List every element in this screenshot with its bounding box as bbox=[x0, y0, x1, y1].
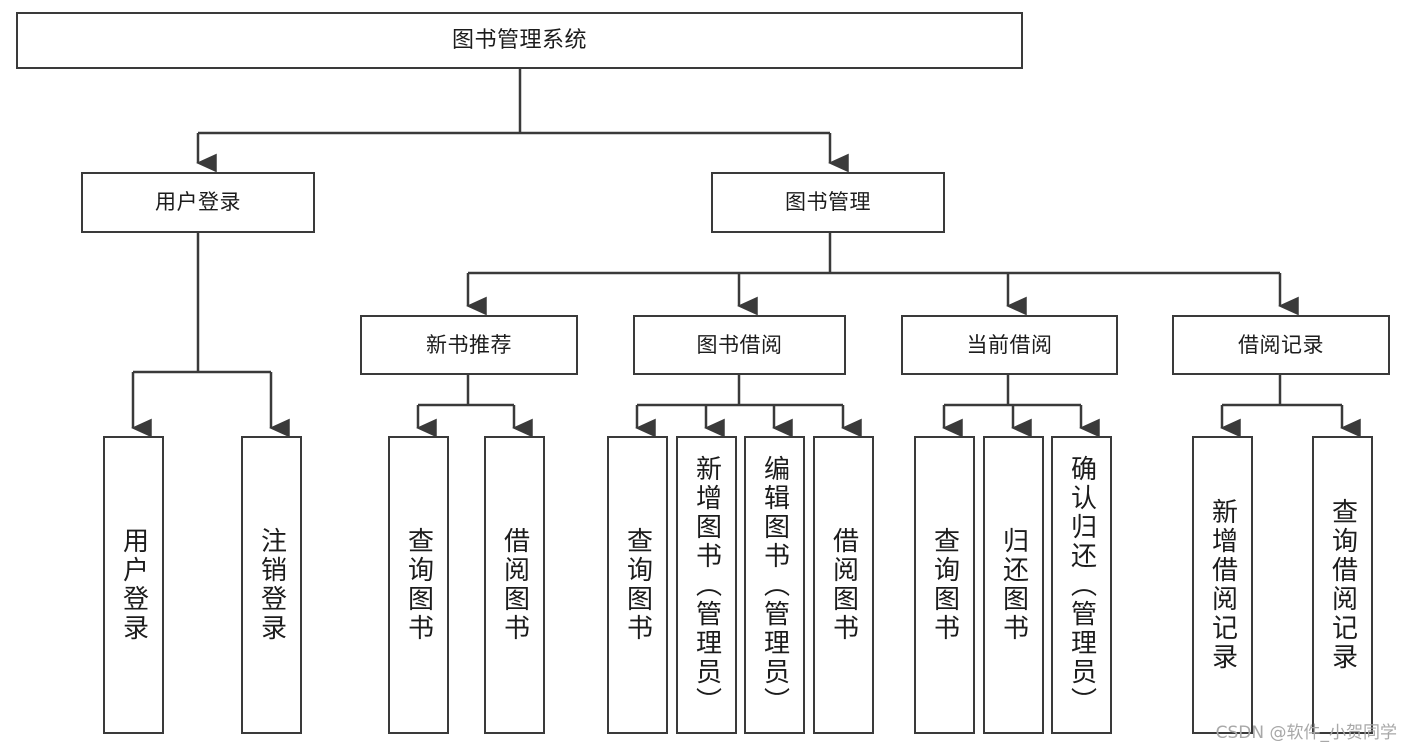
node-leaf-return-book[interactable]: 归还图书 bbox=[983, 436, 1044, 734]
node-leaf-borrow-book-1-label: 借阅图书 bbox=[499, 527, 530, 643]
node-leaf-query-record[interactable]: 查询借阅记录 bbox=[1312, 436, 1373, 734]
node-leaf-confirm-return-label: 确认归还（管理员） bbox=[1066, 454, 1097, 716]
node-leaf-borrow-book-1[interactable]: 借阅图书 bbox=[484, 436, 545, 734]
node-leaf-query-book-3[interactable]: 查询图书 bbox=[914, 436, 975, 734]
node-leaf-confirm-return[interactable]: 确认归还（管理员） bbox=[1051, 436, 1112, 734]
node-user-login-label: 用户登录 bbox=[155, 190, 241, 215]
node-leaf-user-login-label: 用户登录 bbox=[118, 527, 149, 643]
node-leaf-query-book-2[interactable]: 查询图书 bbox=[607, 436, 668, 734]
node-leaf-add-book-label: 新增图书（管理员） bbox=[691, 454, 722, 716]
node-leaf-borrow-book-2-label: 借阅图书 bbox=[828, 527, 859, 643]
node-new-book-recommend[interactable]: 新书推荐 bbox=[360, 315, 578, 375]
node-new-book-recommend-label: 新书推荐 bbox=[426, 332, 512, 357]
node-book-borrow[interactable]: 图书借阅 bbox=[633, 315, 846, 375]
node-leaf-query-book-1[interactable]: 查询图书 bbox=[388, 436, 449, 734]
node-leaf-add-book[interactable]: 新增图书（管理员） bbox=[676, 436, 737, 734]
node-leaf-return-book-label: 归还图书 bbox=[998, 527, 1029, 643]
node-book-management[interactable]: 图书管理 bbox=[711, 172, 945, 233]
node-leaf-logout-label: 注销登录 bbox=[256, 527, 287, 643]
node-leaf-edit-book-label: 编辑图书（管理员） bbox=[759, 454, 790, 716]
node-leaf-add-record-label: 新增借阅记录 bbox=[1207, 498, 1238, 672]
node-leaf-user-login[interactable]: 用户登录 bbox=[103, 436, 164, 734]
node-book-management-label: 图书管理 bbox=[785, 190, 871, 215]
node-borrow-record-label: 借阅记录 bbox=[1238, 332, 1324, 357]
node-current-borrow-label: 当前借阅 bbox=[966, 332, 1053, 357]
node-leaf-logout[interactable]: 注销登录 bbox=[241, 436, 302, 734]
node-root-label: 图书管理系统 bbox=[451, 27, 587, 53]
node-user-login[interactable]: 用户登录 bbox=[81, 172, 315, 233]
node-book-borrow-label: 图书借阅 bbox=[696, 332, 783, 357]
node-leaf-query-record-label: 查询借阅记录 bbox=[1327, 498, 1358, 672]
csdn-watermark: CSDN @软件_小贺同学 bbox=[1215, 723, 1397, 743]
node-leaf-query-book-3-label: 查询图书 bbox=[929, 527, 960, 643]
node-leaf-query-book-2-label: 查询图书 bbox=[622, 527, 653, 643]
node-leaf-edit-book[interactable]: 编辑图书（管理员） bbox=[744, 436, 805, 734]
node-root-book-management-system[interactable]: 图书管理系统 bbox=[16, 12, 1023, 69]
node-leaf-query-book-1-label: 查询图书 bbox=[403, 527, 434, 643]
node-borrow-record[interactable]: 借阅记录 bbox=[1172, 315, 1390, 375]
node-leaf-borrow-book-2[interactable]: 借阅图书 bbox=[813, 436, 874, 734]
node-current-borrow[interactable]: 当前借阅 bbox=[901, 315, 1118, 375]
node-leaf-add-record[interactable]: 新增借阅记录 bbox=[1192, 436, 1253, 734]
